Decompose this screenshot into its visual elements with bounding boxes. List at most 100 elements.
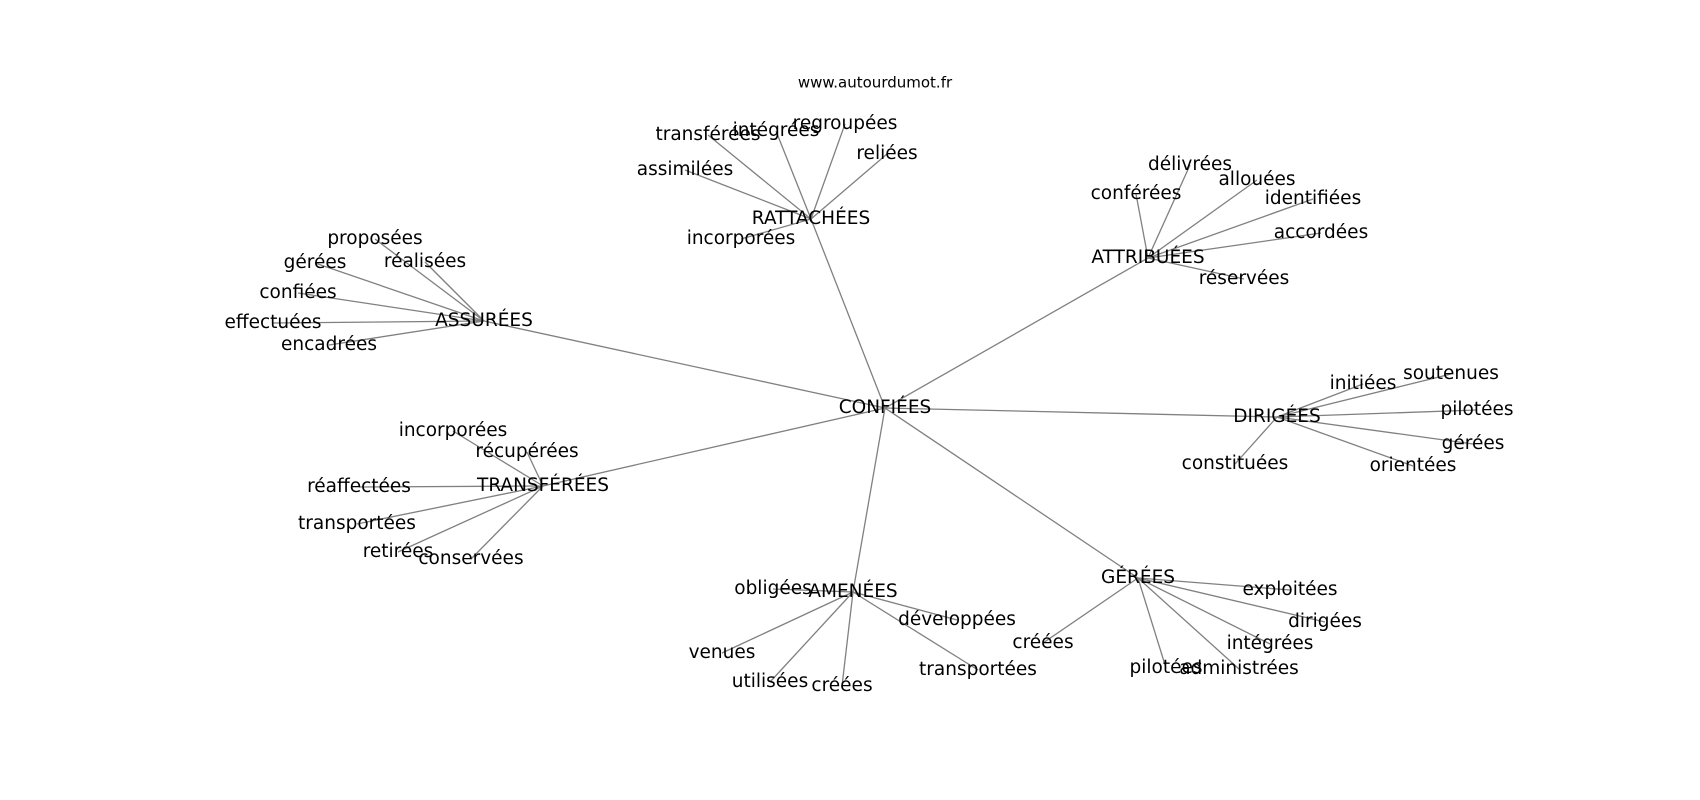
branch-node: GÉRÉES <box>1101 566 1175 588</box>
edge-branch-3-leaf-3 <box>1276 416 1474 445</box>
edge-branch-6-leaf-4 <box>1137 577 1167 669</box>
edge-branch-3-leaf-0 <box>1276 383 1364 418</box>
edge-branch-6-leaf-5 <box>1137 577 1240 670</box>
edge-branch-0-leaf-5 <box>740 218 812 240</box>
edge-branch-5-leaf-1 <box>852 591 958 621</box>
branch-node: ATTRIBUÉES <box>1091 246 1204 268</box>
edge-branch-1-leaf-3 <box>1147 198 1314 259</box>
edge-branch-6-leaf-1 <box>1137 577 1326 623</box>
edge-center-to-5 <box>852 407 886 593</box>
edge-branch-1-leaf-1 <box>1135 193 1149 259</box>
edge-center-to-1 <box>884 257 1149 409</box>
leaf-node: constituées <box>1182 453 1289 474</box>
edge-branch-3-leaf-5 <box>1234 416 1278 465</box>
leaf-node: confiées <box>259 282 336 303</box>
leaf-node: incorporées <box>687 228 796 249</box>
leaf-node: encadrées <box>281 334 377 355</box>
leaf-node: incorporées <box>399 420 508 441</box>
leaf-node: gérées <box>284 252 347 273</box>
leaf-node: accordées <box>1274 222 1368 243</box>
edge-branch-5-leaf-3 <box>769 591 854 683</box>
edge-branch-4-leaf-3 <box>356 485 544 525</box>
branch-node: ASSURÉES <box>435 309 533 331</box>
branch-node: DIRIGÉES <box>1233 405 1320 427</box>
edge-center-to-6 <box>884 407 1139 579</box>
leaf-node: réservées <box>1199 268 1290 289</box>
leaf-node: réaffectées <box>307 476 411 497</box>
branch-node: TRANSFÉRÉES <box>476 474 609 496</box>
leaf-node: réalisées <box>384 251 466 272</box>
site-credit: www.autourdumot.fr <box>798 74 953 92</box>
edge-branch-2-leaf-5 <box>328 320 485 346</box>
leaf-node: récupérées <box>475 441 578 462</box>
edge-branch-2-leaf-2 <box>424 261 485 322</box>
leaf-node: soutenues <box>1403 363 1499 384</box>
edge-branch-6-leaf-3 <box>1137 577 1271 645</box>
leaf-node: intégrées <box>733 120 820 141</box>
edge-center-to-0 <box>810 218 886 409</box>
leaf-node: créées <box>811 675 872 696</box>
edge-branch-2-leaf-1 <box>314 262 485 322</box>
edge-branch-5-leaf-5 <box>852 591 979 671</box>
leaf-node: gérées <box>1442 433 1505 454</box>
leaf-node: initiées <box>1330 373 1397 394</box>
leaf-node: intégrées <box>1227 633 1314 654</box>
edge-center-to-4 <box>542 407 886 487</box>
edge-branch-1-leaf-5 <box>1147 257 1245 280</box>
leaf-node: dirigées <box>1288 611 1362 632</box>
edge-branch-4-leaf-5 <box>470 485 544 560</box>
edge-branch-3-leaf-4 <box>1276 416 1414 467</box>
edge-branch-4-leaf-4 <box>397 485 544 553</box>
leaf-node: allouées <box>1218 169 1295 190</box>
edge-branch-5-leaf-0 <box>772 588 854 593</box>
edge-branch-3-leaf-1 <box>1276 373 1452 418</box>
leaf-node: identifiées <box>1265 188 1361 209</box>
leaf-node: effectuées <box>224 312 321 333</box>
edge-branch-5-leaf-2 <box>721 591 854 654</box>
edge-branch-3-leaf-2 <box>1276 409 1478 418</box>
edge-branch-6-leaf-0 <box>1137 577 1291 591</box>
edge-branch-4-leaf-2 <box>358 485 544 488</box>
leaf-node: obligées <box>734 578 812 599</box>
edge-branch-0-leaf-3 <box>810 153 888 220</box>
edge-branch-1-leaf-2 <box>1147 179 1258 259</box>
edge-branch-2-leaf-3 <box>297 292 485 322</box>
leaf-node: conférées <box>1091 183 1182 204</box>
leaf-node: pilotées <box>1130 657 1203 678</box>
leaf-node: assimilées <box>637 159 733 180</box>
edge-branch-4-leaf-1 <box>526 451 544 487</box>
leaf-node: utilisées <box>732 671 808 692</box>
leaf-node: retirées <box>363 541 434 562</box>
edge-branch-2-leaf-0 <box>374 238 485 322</box>
edge-branch-1-leaf-4 <box>1147 232 1322 259</box>
leaf-node: créées <box>1012 632 1073 653</box>
leaf-node: transportées <box>298 513 416 534</box>
leaf-node: administrées <box>1179 658 1299 679</box>
edge-center-to-3 <box>884 407 1278 418</box>
edge-branch-0-leaf-2 <box>810 123 846 220</box>
edge-center-to-2 <box>483 320 886 409</box>
leaf-node: exploitées <box>1242 579 1337 600</box>
leaf-node: venues <box>689 642 756 663</box>
leaf-node: regroupées <box>793 113 898 134</box>
leaf-node: orientées <box>1370 455 1457 476</box>
branch-node: RATTACHÉES <box>752 207 870 229</box>
leaf-node: reliées <box>856 143 917 164</box>
edge-branch-0-leaf-0 <box>707 134 812 220</box>
leaf-node: proposées <box>327 228 422 249</box>
leaf-node: transportées <box>919 659 1037 680</box>
leaf-node: développées <box>898 609 1016 630</box>
leaf-node: conservées <box>418 548 523 569</box>
edge-branch-0-leaf-4 <box>684 169 812 220</box>
leaf-node: pilotées <box>1441 399 1514 420</box>
edge-branch-4-leaf-0 <box>452 430 544 487</box>
labels: www.autourdumot.fr CONFIÉES RATTACHÉES tra… <box>224 74 1513 697</box>
edge-branch-0-leaf-1 <box>775 130 812 220</box>
edge-branch-6-leaf-2 <box>1042 577 1139 644</box>
edges <box>272 123 1478 687</box>
leaf-node: délivrées <box>1148 154 1232 175</box>
edge-branch-5-leaf-4 <box>841 591 854 687</box>
center-node: CONFIÉES <box>839 396 932 418</box>
edge-branch-2-leaf-4 <box>272 320 485 324</box>
